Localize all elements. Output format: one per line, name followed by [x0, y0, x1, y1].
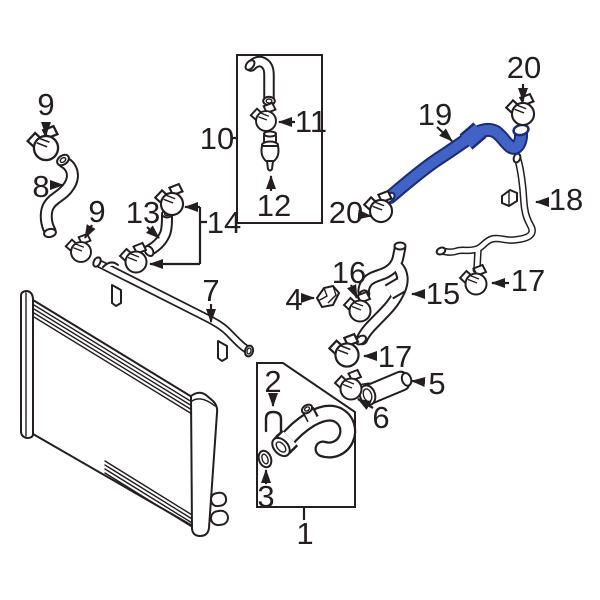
- callout-label-16: 16: [332, 255, 366, 290]
- hose-end-opening: [244, 59, 256, 71]
- radiator-outlet-nub: [210, 491, 228, 508]
- pipe-bracket-tab: [111, 284, 122, 307]
- hose-end-opening: [43, 227, 57, 239]
- hose-clamp-icon: [328, 333, 360, 368]
- hose-13: [143, 209, 173, 258]
- callout-labels: 9 8 9 13 14 10 11 12 7 20 19 20 18 17 16…: [32, 50, 583, 551]
- inset-box-10: [236, 54, 323, 224]
- callout-label-19: 19: [418, 97, 452, 132]
- outlet-pipe: [92, 256, 255, 362]
- pipe-end-opening: [92, 256, 102, 268]
- callout-label-13: 13: [126, 195, 160, 230]
- hose-clamp-icon: [505, 93, 536, 127]
- callout-label-14: 14: [207, 205, 241, 240]
- hose-1: [271, 403, 357, 459]
- hose-end-opening: [143, 244, 155, 258]
- callout-label-17a: 17: [511, 263, 545, 298]
- hose-clamp-icon: [334, 369, 363, 401]
- hose-clamp-icon: [26, 125, 60, 162]
- radiator: [20, 290, 229, 537]
- callout-label-6: 6: [372, 400, 389, 435]
- callout-label-20a: 20: [507, 50, 541, 85]
- radiator-top-fins: [33, 304, 193, 415]
- hose-clamp-icon: [459, 264, 488, 296]
- pipe-bracket-tab: [217, 340, 228, 362]
- callout-label-9a: 9: [37, 87, 54, 122]
- callout-label-15: 15: [426, 276, 460, 311]
- radiator-core: [32, 299, 204, 533]
- callout-label-11: 11: [295, 104, 327, 139]
- hose-18: [435, 152, 536, 274]
- callout-label-10: 10: [200, 121, 234, 156]
- hose-clamp-icon: [363, 190, 394, 224]
- hose-8: [39, 153, 79, 239]
- callout-leaders: [41, 84, 549, 520]
- radiator-bottom-fins: [104, 460, 198, 531]
- hose-end-opening: [393, 241, 407, 251]
- hose-end-opening: [300, 403, 314, 415]
- callout-label-17b: 17: [378, 339, 412, 374]
- hose-end-opening: [435, 246, 447, 256]
- callout-label-8: 8: [32, 169, 49, 204]
- callout-label-1: 1: [296, 516, 313, 551]
- pipe-boss: [102, 261, 119, 268]
- callout-label-3: 3: [257, 479, 274, 514]
- callout-label-2: 2: [264, 364, 281, 399]
- retainer-clip-4: [315, 284, 341, 309]
- inset-box-1: [256, 362, 357, 508]
- hose-clamp-icon: [119, 242, 148, 274]
- bleeder-valve-12: [260, 130, 280, 172]
- hose-10: [244, 55, 276, 107]
- hose-clamp-icon: [64, 232, 92, 263]
- radiator-outlet-nub: [210, 509, 229, 527]
- callout-label-9b: 9: [88, 194, 105, 229]
- callout-label-7: 7: [202, 273, 219, 308]
- callout-label-20b: 20: [329, 195, 363, 230]
- hose-end-opening: [56, 153, 70, 167]
- spring-clip-2: [264, 410, 283, 438]
- callout-label-5: 5: [428, 366, 445, 401]
- radiator-left-tank: [20, 290, 34, 439]
- callout-label-4: 4: [285, 282, 302, 317]
- callout-label-18: 18: [549, 182, 583, 217]
- callout-label-12: 12: [257, 188, 291, 223]
- o-ring-3: [257, 449, 273, 469]
